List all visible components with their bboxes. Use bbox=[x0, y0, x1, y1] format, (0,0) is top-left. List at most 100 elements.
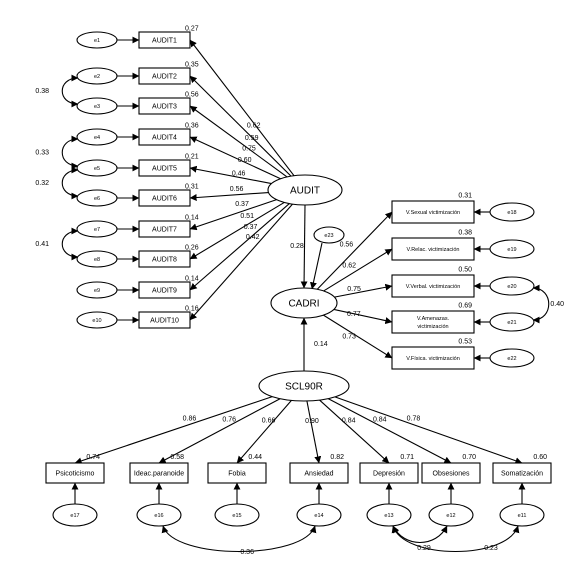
r2-value: 0.26 bbox=[185, 244, 199, 251]
indicator-label: Depresión bbox=[373, 470, 405, 477]
loading-path-audit10 bbox=[189, 203, 293, 321]
indicator-label-line1: V.Amenazas. bbox=[417, 316, 450, 322]
loading-path-audit4 bbox=[189, 136, 281, 180]
error-label: e17 bbox=[70, 513, 79, 519]
loading-value: 0.59 bbox=[245, 135, 259, 142]
covariance-value: -0.36 bbox=[238, 549, 254, 556]
indicator-box-scl-6 bbox=[421, 462, 481, 484]
r2-value: 0.50 bbox=[458, 266, 472, 273]
r2-value: 0.38 bbox=[458, 229, 472, 236]
r2-value: 0.35 bbox=[185, 61, 199, 68]
nodes-layer: AUDITCADRISCL90RAUDIT1e1AUDIT2e2AUDIT3e3… bbox=[45, 31, 552, 527]
covariance-value: 0.29 bbox=[417, 545, 431, 552]
indicator-box-scl-7 bbox=[492, 462, 552, 484]
loading-path-cadri-2 bbox=[323, 248, 393, 292]
indicator-box-audit1 bbox=[138, 31, 191, 49]
loading-path-audit3 bbox=[189, 105, 288, 178]
loading-path-audit8 bbox=[189, 201, 285, 260]
error-e21 bbox=[489, 312, 535, 332]
error-label: e8 bbox=[94, 257, 100, 263]
indicator-label: AUDIT8 bbox=[152, 256, 177, 263]
covariance-value: 0.41 bbox=[35, 241, 49, 248]
loading-path-cadri-5 bbox=[323, 314, 393, 359]
latent-audit bbox=[267, 174, 343, 206]
error-e2 bbox=[76, 67, 118, 85]
error-e13 bbox=[366, 503, 412, 527]
r2-value: 0.21 bbox=[185, 153, 199, 160]
indicator-box-audit8 bbox=[138, 250, 191, 268]
error-label: e11 bbox=[518, 513, 527, 519]
loading-path-scl-6 bbox=[327, 398, 452, 464]
indicator-box-cadri-4 bbox=[391, 310, 475, 334]
latent-audit-label: AUDIT bbox=[290, 186, 320, 197]
r2-value: 0.44 bbox=[248, 454, 262, 461]
loading-value: 0.51 bbox=[240, 213, 254, 220]
error-label: e1 bbox=[94, 38, 100, 44]
indicator-box-audit6 bbox=[138, 189, 191, 207]
indicator-label: AUDIT10 bbox=[150, 317, 179, 324]
loading-path-cadri-1 bbox=[316, 211, 393, 290]
loading-value: 0.62 bbox=[342, 263, 356, 270]
r2-value: 0.70 bbox=[462, 454, 476, 461]
r2-value: 0.58 bbox=[170, 454, 184, 461]
loading-value: 0.60 bbox=[238, 157, 252, 164]
r2-value: 0.14 bbox=[185, 275, 199, 282]
error-e15 bbox=[214, 503, 260, 527]
error-e10 bbox=[76, 311, 118, 329]
disturbance-path-e23 bbox=[309, 242, 323, 290]
indicator-label: AUDIT1 bbox=[152, 37, 177, 44]
indicator-label: AUDIT6 bbox=[152, 195, 177, 202]
covariance-e4-e5 bbox=[61, 135, 79, 170]
r2-value: 0.16 bbox=[185, 305, 199, 312]
r2-value: 0.69 bbox=[458, 302, 472, 309]
latent-scl90r-label: SCL90R bbox=[285, 382, 323, 393]
error-e9 bbox=[76, 281, 118, 299]
indicator-label: V.Verbal. victimización bbox=[406, 284, 461, 290]
error-e23 bbox=[313, 226, 345, 244]
error-e14 bbox=[296, 503, 342, 527]
loading-value: 0.56 bbox=[340, 242, 354, 249]
indicator-box-cadri-5 bbox=[391, 346, 475, 370]
error-label: e3 bbox=[94, 104, 100, 110]
error-label: e6 bbox=[94, 196, 100, 202]
error-label: e4 bbox=[94, 135, 100, 141]
loading-value: 0.62 bbox=[247, 123, 261, 130]
loading-path-audit9 bbox=[189, 203, 290, 291]
error-label: e19 bbox=[507, 247, 516, 253]
indicator-label: V.Relac. victimización bbox=[407, 247, 460, 253]
error-label: e16 bbox=[154, 513, 163, 519]
covariance-e13-e12 bbox=[392, 525, 448, 544]
error-e6 bbox=[76, 189, 118, 207]
latent-cadri bbox=[270, 287, 338, 319]
latent-scl90r bbox=[258, 370, 350, 402]
error-e4 bbox=[76, 128, 118, 146]
covariance-e13-e11 bbox=[391, 525, 520, 553]
r2-value: 0.60 bbox=[533, 454, 547, 461]
loading-path-audit6 bbox=[189, 191, 269, 202]
edges-layer bbox=[61, 36, 550, 553]
error-label: e10 bbox=[92, 318, 101, 324]
indicator-box-scl-2 bbox=[129, 462, 189, 484]
loading-path-audit7 bbox=[189, 199, 277, 231]
error-label: e9 bbox=[94, 288, 100, 294]
indicator-box-audit4 bbox=[138, 128, 191, 146]
loading-path-audit2 bbox=[189, 75, 292, 177]
path-audit-cadri bbox=[300, 204, 308, 289]
loading-value: 0.37 bbox=[244, 224, 258, 231]
loading-value: 0.78 bbox=[407, 416, 421, 423]
loading-value: 0.90 bbox=[305, 418, 319, 425]
indicator-label: AUDIT4 bbox=[152, 134, 177, 141]
error-label: e14 bbox=[314, 513, 323, 519]
error-label: e15 bbox=[232, 513, 241, 519]
loading-value: 0.84 bbox=[342, 417, 356, 424]
indicator-box-cadri-2 bbox=[391, 237, 475, 261]
indicator-label: AUDIT7 bbox=[152, 226, 177, 233]
covariance-value: 0.32 bbox=[35, 180, 49, 187]
loading-value: 0.77 bbox=[347, 311, 361, 318]
indicator-label: Fobia bbox=[228, 470, 246, 477]
loading-path-cadri-4 bbox=[333, 308, 393, 325]
loading-value: 0.75 bbox=[347, 286, 361, 293]
error-e22 bbox=[489, 348, 535, 368]
labels-layer: 0.270.620.350.590.560.750.360.600.210.46… bbox=[35, 25, 564, 556]
